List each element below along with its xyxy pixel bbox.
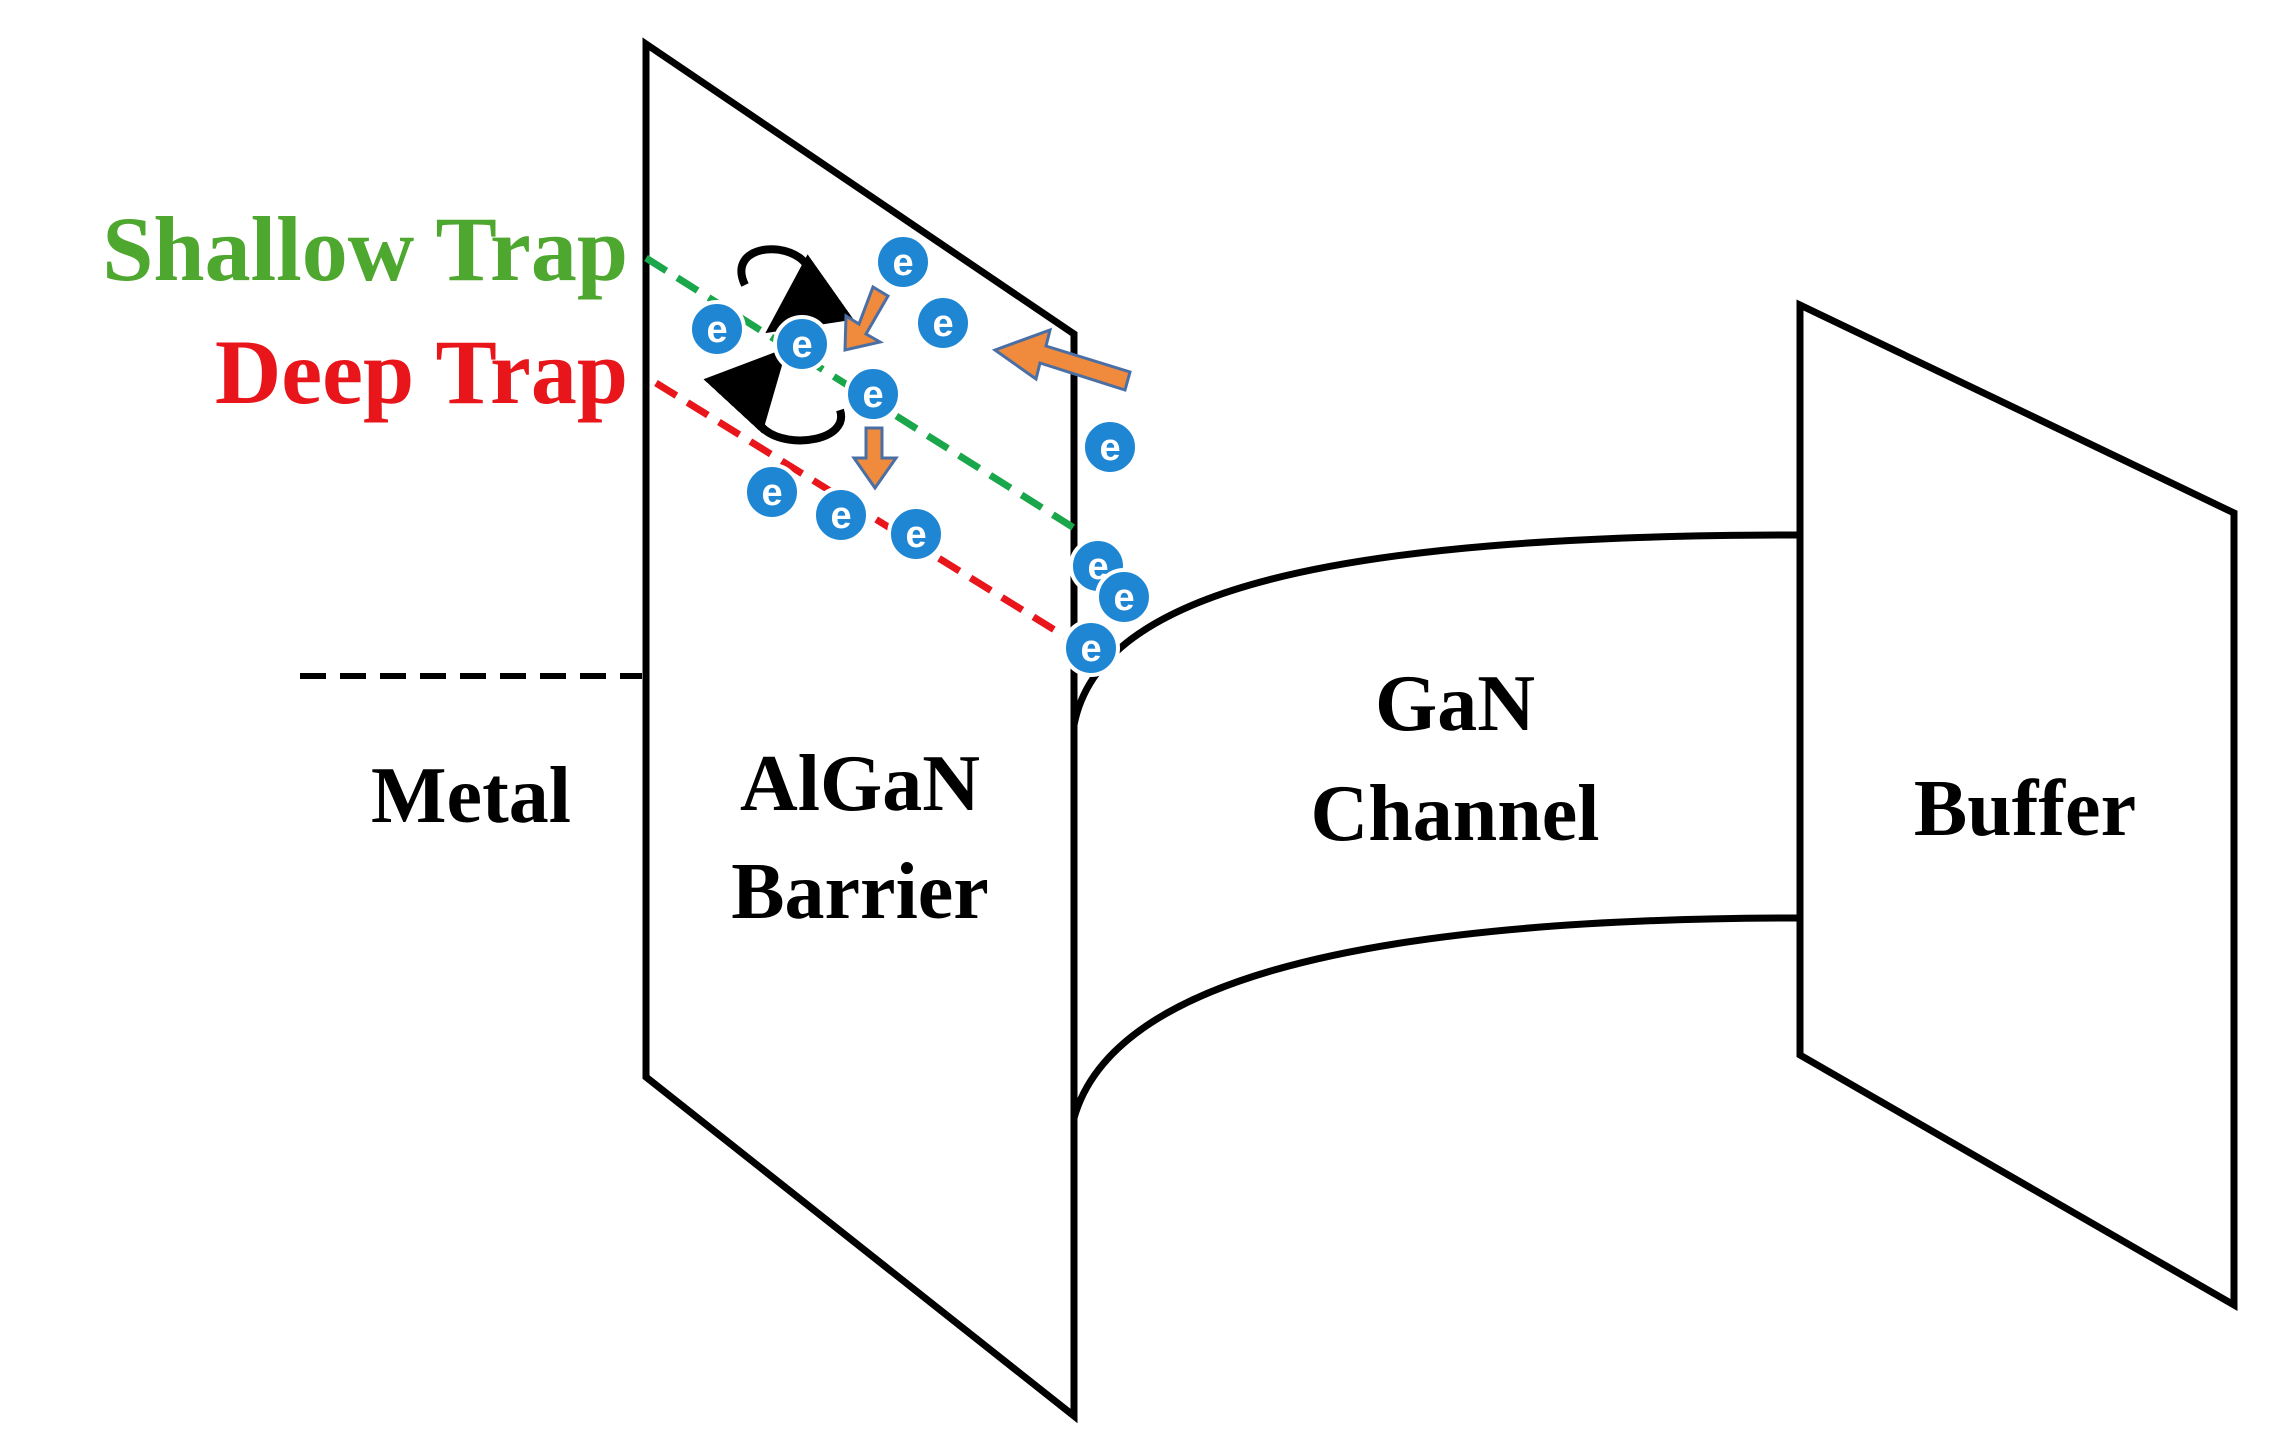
capture-arrow-icon-2 [851, 426, 899, 491]
electron-circle-icon: e [1095, 568, 1153, 626]
svg-text:e: e [1113, 577, 1134, 619]
electron-group: e e e e e e e e [688, 233, 1153, 677]
gan-channel-label-line1: GaN [1375, 660, 1535, 748]
electron-circle-icon: e [887, 505, 945, 563]
injection-arrow-icon [991, 327, 1132, 392]
electron-circle-icon: e [874, 233, 932, 291]
electron-circle-icon: e [688, 300, 746, 358]
upper-cycle-arrow-icon [737, 245, 854, 334]
shallow-trap-label: Shallow Trap [102, 198, 628, 300]
gan-channel-label-line2: Channel [1311, 770, 1600, 858]
electron-circle-icon: e [1062, 619, 1120, 677]
electron-circle-icon: e [812, 486, 870, 544]
buffer-label: Buffer [1914, 765, 2136, 853]
svg-text:e: e [892, 242, 913, 284]
capture-arrow-icon-1 [843, 284, 891, 352]
electron-circle-icon: e [743, 463, 801, 521]
svg-text:e: e [791, 324, 812, 366]
svg-text:e: e [830, 495, 851, 537]
svg-text:e: e [706, 309, 727, 351]
metal-label: Metal [371, 752, 571, 840]
svg-text:e: e [932, 303, 953, 345]
algan-barrier-slab [642, 37, 1078, 1424]
electron-circle-icon: e [1081, 418, 1139, 476]
svg-text:e: e [1099, 427, 1120, 469]
electron-circle-icon: e [844, 365, 902, 423]
algan-barrier-label-line2: Barrier [731, 848, 989, 936]
deep-trap-label: Deep Trap [215, 321, 628, 423]
algan-barrier-label-line1: AlGaN [740, 740, 980, 828]
svg-text:e: e [1080, 628, 1101, 670]
svg-text:e: e [761, 472, 782, 514]
gan-channel-bottom-edge [1070, 914, 1801, 1119]
lower-cycle-arrow-icon [703, 347, 846, 445]
electron-circle-icon: e [773, 315, 831, 373]
svg-text:e: e [905, 514, 926, 556]
electron-circle-icon: e [914, 294, 972, 352]
buffer-slab [1796, 299, 2238, 1312]
svg-text:e: e [862, 374, 883, 416]
